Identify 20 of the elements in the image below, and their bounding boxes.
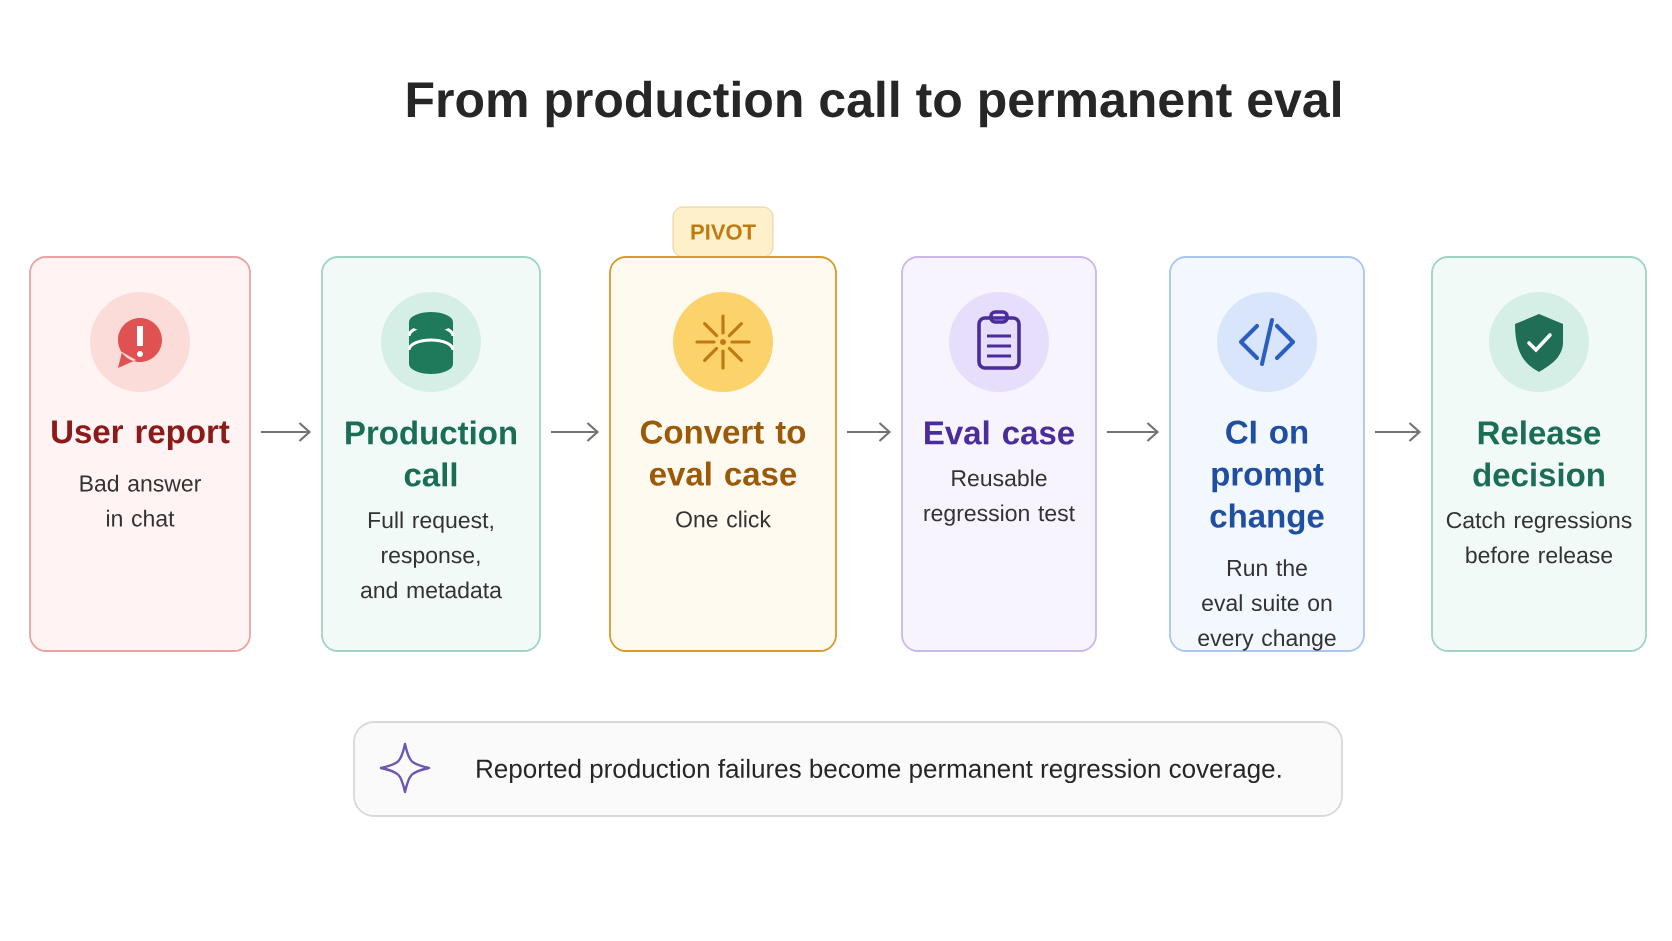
node-label: Full request, response, and metadata [361, 511, 502, 599]
node-label: Bad answer in chat [80, 474, 201, 527]
node-label: Release decision [1473, 420, 1604, 487]
arrow [260, 422, 312, 442]
node-label: Production call [346, 420, 517, 487]
node-label: Catch regressions before release [1446, 511, 1632, 564]
pivot-tab: PIVOT [672, 206, 774, 258]
node-label: Run the eval suite on every change [1198, 559, 1336, 651]
node-label: One click [676, 510, 771, 528]
arrow [550, 422, 600, 442]
node-label: CI on prompt change [1210, 420, 1324, 535]
note-box: Reported production failures become permanent regression coverage. [353, 721, 1343, 817]
node-label: Eval case [925, 420, 1074, 445]
arrow [1106, 422, 1160, 442]
node-label: User report [52, 420, 230, 450]
node-label: Reusable regression test [924, 469, 1075, 526]
arrow [846, 422, 892, 442]
node-label: Convert to eval case [640, 420, 806, 486]
arrow [1374, 422, 1422, 442]
title: From production call to permanent eval [407, 80, 1340, 128]
